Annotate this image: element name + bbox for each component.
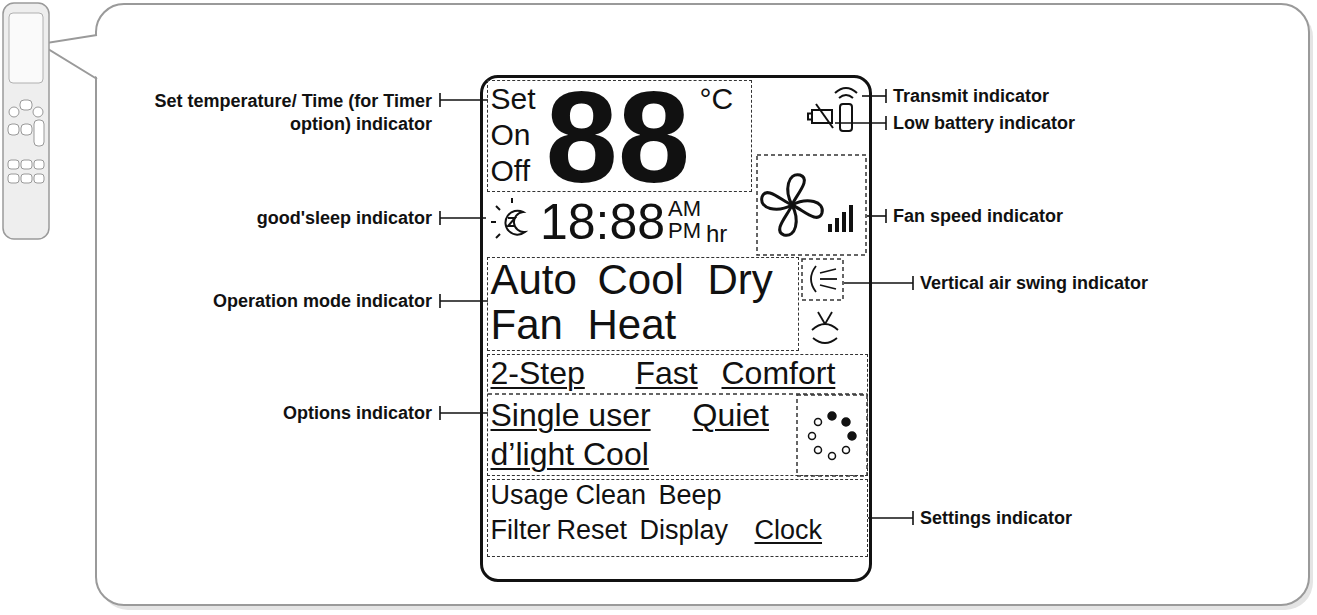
lcd-text: On (491, 118, 531, 152)
callout-label: Fan speed indicator (893, 205, 1063, 228)
options-group: 2-Step Fast ComfortSingle user Quiet d’light… (487, 354, 868, 476)
lcd-text: °C (700, 82, 734, 115)
lcd-text: Reset (557, 516, 628, 546)
lcd-text: 18:88 (540, 197, 665, 247)
lcd-text: AM (668, 198, 701, 220)
lcd-text: Usage (491, 481, 569, 511)
lcd-text: Fan (491, 303, 563, 347)
fan-speed-bars (828, 205, 853, 232)
battery-icon (808, 104, 833, 128)
temperature-group: SetOnOff88°C (487, 80, 752, 192)
mode-group: Auto Cool DryFan Heat (487, 257, 799, 351)
callout-label: Transmit indicator (893, 85, 1049, 108)
lcd-text: Clean (576, 481, 647, 511)
swing-group-outline (802, 259, 843, 300)
lcd-text: Set (491, 82, 536, 116)
progress-dots (809, 412, 857, 460)
lcd-text: hr (706, 222, 727, 246)
settings-group: UsageClean BeepFilterReset Display Clock (487, 479, 868, 557)
callout-label: Operation mode indicator (213, 290, 432, 313)
fan-group-outline (757, 155, 866, 255)
speech-bubble (96, 4, 1309, 605)
lcd-text: PM (668, 220, 701, 242)
transmit-icon (835, 88, 857, 131)
fan-icon (762, 175, 823, 236)
dots-group-outline (797, 395, 867, 476)
lcd-text: 88 (546, 72, 691, 202)
lcd-text: Clock (755, 516, 823, 546)
options-divider (488, 393, 867, 395)
lcd-text: Heat (588, 303, 677, 347)
remote-control (3, 3, 49, 239)
lcd-text: Single user (491, 398, 651, 433)
swing-icon (811, 266, 838, 343)
lcd-text: Beep (659, 481, 722, 511)
lcd-text: Off (491, 154, 530, 188)
callout-label: Low battery indicator (893, 112, 1075, 135)
callout-label: good'sleep indicator (257, 207, 432, 230)
lcd-text: 2-Step (491, 356, 585, 391)
callout-label: Vertical air swing indicator (920, 272, 1148, 295)
callout-label: Set temperature/ Time (for Timer option)… (132, 90, 432, 135)
lcd-text: d’light Cool (491, 437, 649, 472)
callout-label: Settings indicator (920, 507, 1072, 530)
lcd-text: Quiet (693, 398, 769, 433)
lcd-text: Display (640, 516, 729, 546)
lcd-display: SetOnOff88°CAutoCoolDryFanHeat2-StepFast… (480, 75, 872, 582)
lcd-text: Auto (491, 258, 577, 302)
lcd-text: Filter (491, 516, 551, 546)
lcd-text: Cool (598, 258, 684, 302)
lcd-text: Comfort (722, 356, 836, 391)
goodsleep-icon (491, 198, 525, 238)
callout-label: Options indicator (283, 402, 432, 425)
lcd-text: Dry (708, 258, 773, 302)
lcd-text: Fast (636, 356, 698, 391)
